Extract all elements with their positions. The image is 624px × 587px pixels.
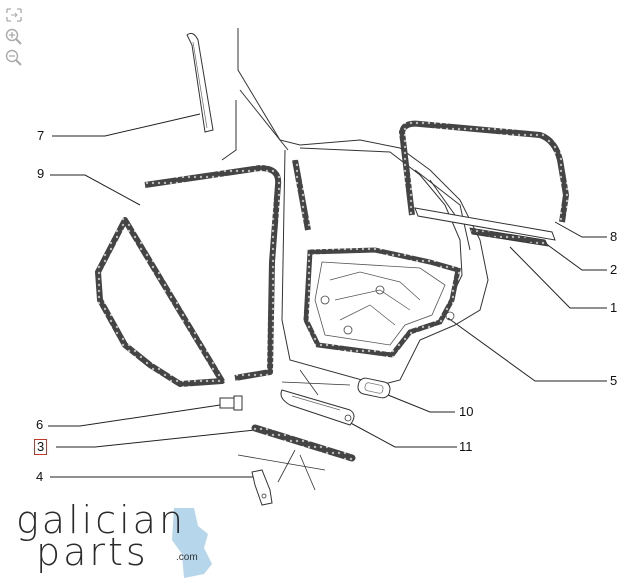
car-body	[221, 28, 489, 386]
zoom-out-icon[interactable]	[4, 48, 24, 66]
leader-5	[447, 317, 607, 382]
zoom-in-icon[interactable]	[4, 27, 24, 45]
fit-icon[interactable]	[4, 6, 24, 24]
callout-6[interactable]: 6	[36, 417, 44, 432]
door-inner-panel	[303, 247, 461, 358]
part-1-belt-strip	[469, 227, 549, 247]
leader-2	[544, 242, 607, 271]
part-3-guide-lines	[237, 449, 326, 491]
part-6-clip	[219, 395, 243, 411]
leader-3	[56, 429, 256, 448]
zoom-toolbar	[4, 6, 26, 69]
callout-5[interactable]: 5	[610, 373, 618, 388]
galicianparts-logo: galician parts .com	[12, 498, 222, 580]
part-4-bracket	[251, 469, 273, 506]
logo-text-line1: galician	[16, 498, 187, 542]
callout-10[interactable]: 10	[459, 404, 474, 419]
part-3-lower-strip	[251, 424, 356, 462]
part-8-window-seal	[399, 120, 569, 223]
callout-11[interactable]: 11	[459, 439, 473, 454]
leader-6	[48, 404, 221, 427]
callout-7[interactable]: 7	[37, 128, 45, 143]
callout-9[interactable]: 9	[37, 166, 45, 181]
logo-domain: .com	[176, 552, 198, 563]
leader-lines	[48, 113, 607, 478]
callout-8[interactable]: 8	[610, 229, 618, 244]
leader-10	[387, 394, 455, 413]
callout-3-selected[interactable]: 3	[34, 439, 48, 455]
pillar-seal	[292, 159, 311, 231]
leader-9	[50, 174, 141, 206]
logo-text-line2: parts	[36, 530, 149, 574]
leader-8	[554, 221, 607, 238]
leader-7	[52, 113, 201, 137]
callout-1[interactable]: 1	[610, 300, 618, 315]
part-7-pillar-strip	[186, 32, 214, 133]
part-2-belt-strip	[414, 207, 556, 241]
part-11-interior-handle	[280, 369, 355, 426]
leader-1	[509, 246, 607, 309]
callout-4[interactable]: 4	[36, 469, 44, 484]
leader-11	[344, 419, 457, 448]
logo-accent-shape	[172, 508, 212, 578]
part-9-door-seal	[95, 165, 282, 387]
callout-2[interactable]: 2	[610, 262, 618, 277]
part-10-handle-cover	[357, 377, 391, 399]
